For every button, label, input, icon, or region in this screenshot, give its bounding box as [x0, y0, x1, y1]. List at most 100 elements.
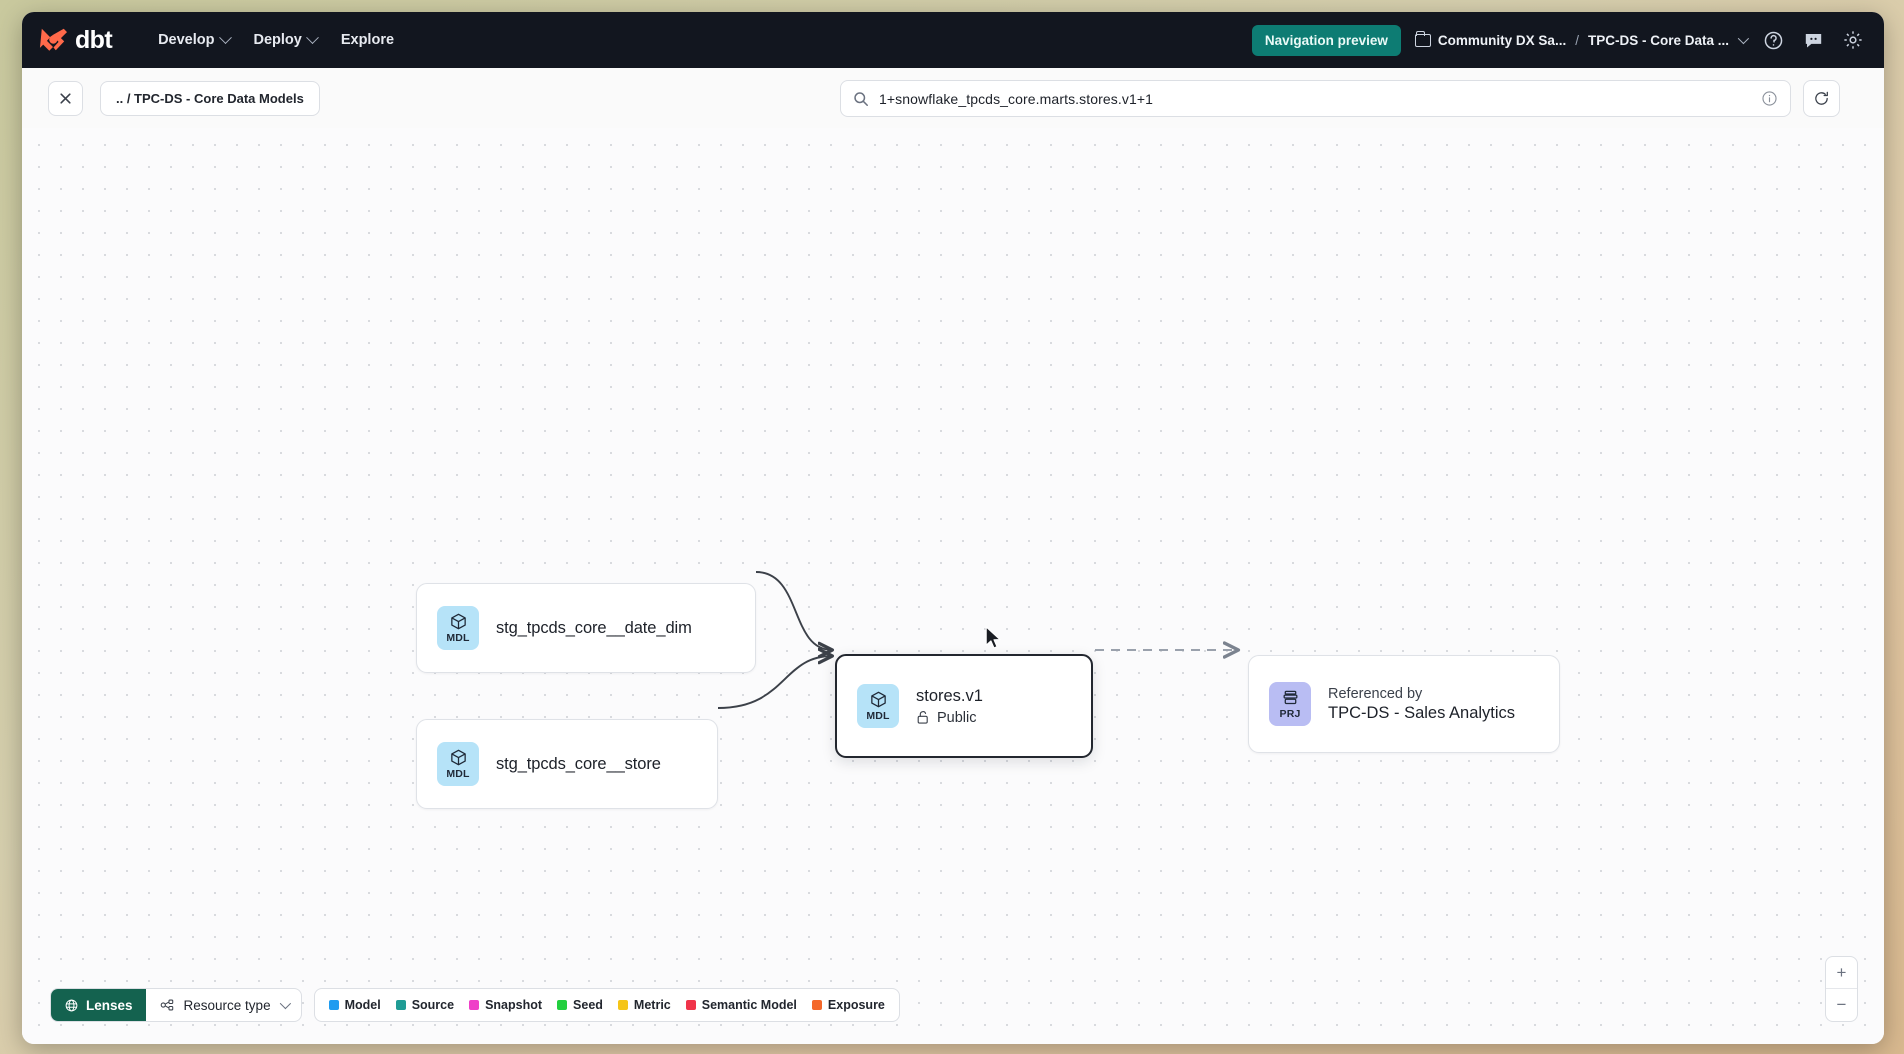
breadcrumb-separator: / [1575, 32, 1579, 48]
graph-toolbar: .. / TPC-DS - Core Data Models 1+snowfla… [22, 68, 1884, 128]
top-navigation-bar: dbt Develop Deploy Explore Navigation pr… [22, 12, 1884, 68]
breadcrumb-account[interactable]: Community DX Sa... [1414, 30, 1567, 48]
folder-icon [1414, 30, 1431, 47]
lenses-label: Lenses [86, 997, 133, 1013]
node-text-block: stg_tpcds_core__store [496, 755, 661, 774]
search-input[interactable]: 1+snowflake_tpcds_core.marts.stores.v1+1 [840, 80, 1791, 117]
refresh-icon [1815, 91, 1828, 105]
edge-date-dim-to-stores [755, 571, 832, 650]
node-title: stg_tpcds_core__date_dim [496, 618, 692, 637]
nodes-icon [160, 999, 173, 1011]
gear-icon[interactable] [1840, 27, 1866, 53]
legend-swatch-metric [617, 1000, 628, 1010]
legend-label-snapshot: Snapshot [485, 998, 543, 1012]
chevron-down-icon[interactable] [1737, 32, 1750, 45]
resource-type-label: Resource type [183, 997, 271, 1013]
legend-item-seed: Seed [557, 998, 603, 1012]
node-badge-mdl: MDL [437, 742, 479, 786]
legend-swatch-exposure [811, 1000, 822, 1010]
help-circle-icon[interactable] [1760, 27, 1786, 53]
legend-label-seed: Seed [573, 998, 603, 1012]
graph-node-sales-analytics-project[interactable]: PRJ Referenced by TPC-DS - Sales Analyti… [1248, 655, 1560, 753]
zoom-control: + − [1825, 956, 1858, 1022]
node-badge-label: MDL [446, 632, 470, 644]
legend-swatch-semantic-model [685, 1000, 696, 1010]
nav-item-deploy[interactable]: Deploy [242, 25, 329, 55]
legend-swatch-seed [557, 1000, 568, 1010]
breadcrumb: Community DX Sa... / TPC-DS - Core Data … [1414, 30, 1750, 48]
project-icon [1283, 690, 1297, 705]
graph-edges [717, 571, 1884, 709]
legend-swatch-model [328, 1000, 339, 1010]
lineage-graph-canvas[interactable]: MDL stg_tpcds_core__date_dim MDL stg_tpc… [22, 128, 1884, 1044]
lenses-group: Lenses Resource type [50, 988, 302, 1022]
graph-node-stg-date-dim[interactable]: MDL stg_tpcds_core__date_dim [416, 583, 756, 673]
close-button[interactable] [48, 80, 83, 116]
zoom-in-button[interactable]: + [1826, 957, 1857, 989]
legend-swatch-source [395, 1000, 406, 1010]
nav-item-explore-label: Explore [340, 32, 395, 48]
cube-icon [450, 749, 466, 766]
node-access-label: Public [937, 709, 977, 726]
chevron-down-icon [305, 30, 319, 44]
node-kicker: Referenced by [1328, 685, 1423, 702]
resource-type-dropdown[interactable]: Resource type [146, 989, 301, 1021]
dbt-logo-icon [39, 28, 67, 51]
cube-icon [870, 691, 886, 708]
dbt-logo-text: dbt [75, 25, 113, 54]
resource-type-legend: Model Source Snapshot Seed [313, 988, 900, 1022]
dbt-logo[interactable]: dbt [38, 25, 113, 55]
node-access-row: Public [916, 710, 983, 726]
legend-item-metric: Metric [617, 998, 671, 1012]
breadcrumb-project-label: TPC-DS - Core Data ... [1587, 32, 1729, 48]
search-input-value: 1+snowflake_tpcds_core.marts.stores.v1+1 [879, 90, 1154, 107]
search-area: 1+snowflake_tpcds_core.marts.stores.v1+1 [840, 80, 1840, 117]
legend-swatch-snapshot [469, 1000, 480, 1010]
node-text-block: Referenced by TPC-DS - Sales Analytics [1328, 686, 1515, 723]
lenses-button[interactable]: Lenses [51, 989, 146, 1021]
edge-store-to-stores [717, 656, 832, 709]
legend-item-exposure: Exposure [811, 998, 885, 1012]
legend-label-model: Model [344, 998, 381, 1012]
topbar-right-group: Navigation preview Community DX Sa... / … [1251, 24, 1866, 56]
node-badge-label: MDL [866, 710, 890, 722]
legend-label-exposure: Exposure [827, 998, 885, 1012]
graph-node-stg-store[interactable]: MDL stg_tpcds_core__store [416, 719, 718, 809]
browser-window: dbt Develop Deploy Explore Navigation pr… [22, 12, 1884, 1044]
breadcrumb-project[interactable]: TPC-DS - Core Data ... [1588, 33, 1729, 48]
cube-icon [450, 613, 466, 630]
nav-item-develop-label: Develop [158, 32, 215, 48]
search-icon [854, 91, 868, 106]
breadcrumb-account-label: Community DX Sa... [1437, 32, 1567, 48]
node-title: TPC-DS - Sales Analytics [1328, 703, 1516, 722]
legend-item-snapshot: Snapshot [469, 998, 542, 1012]
graph-bottom-bar: Lenses Resource type [50, 988, 900, 1022]
unlock-icon [917, 711, 928, 724]
node-title: stores.v1 [916, 686, 983, 705]
legend-item-model: Model [328, 998, 381, 1012]
legend-label-metric: Metric [633, 998, 671, 1012]
nav-item-develop[interactable]: Develop [146, 25, 241, 55]
refresh-button[interactable] [1803, 80, 1840, 117]
navigation-preview-badge[interactable]: Navigation preview [1251, 24, 1401, 56]
graph-breadcrumb[interactable]: .. / TPC-DS - Core Data Models [100, 80, 320, 116]
node-title: stg_tpcds_core__store [496, 754, 661, 773]
graph-node-stores-v1[interactable]: MDL stores.v1 Public [835, 654, 1093, 758]
chat-icon[interactable] [1800, 27, 1826, 53]
legend-label-source: Source [411, 998, 455, 1012]
legend-item-semantic-model: Semantic Model [685, 998, 797, 1012]
info-icon[interactable] [1761, 90, 1778, 107]
zoom-out-button[interactable]: − [1836, 995, 1847, 1014]
node-badge-mdl: MDL [437, 606, 479, 650]
node-badge-label: MDL [446, 768, 470, 780]
node-text-block: stg_tpcds_core__date_dim [496, 619, 692, 638]
chevron-down-icon [218, 30, 232, 44]
node-text-block: stores.v1 Public [916, 687, 983, 726]
nav-item-explore[interactable]: Explore [329, 25, 406, 55]
node-badge-prj: PRJ [1269, 682, 1311, 726]
lens-icon [65, 999, 78, 1011]
chevron-down-icon [279, 997, 291, 1010]
legend-item-source: Source [395, 998, 455, 1012]
legend-label-semantic-model: Semantic Model [701, 998, 797, 1012]
